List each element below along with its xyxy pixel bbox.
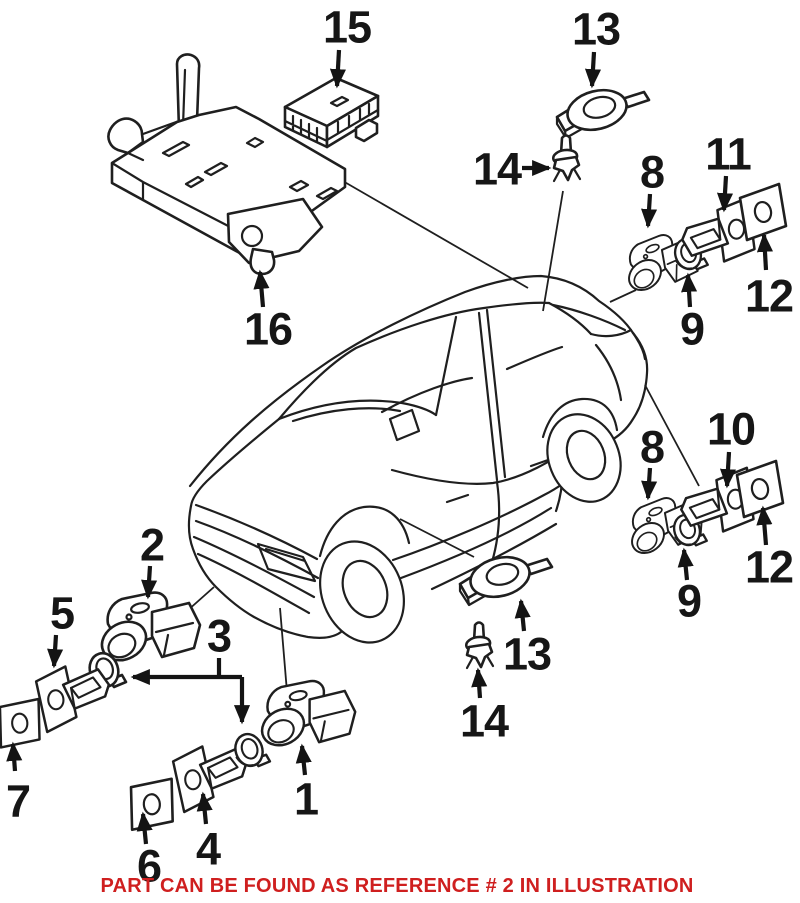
part-label-10: 10 — [706, 403, 756, 455]
retainer-13-bottom-drawing — [458, 550, 554, 607]
holder-5-drawing — [33, 661, 114, 734]
sensor-1-drawing — [254, 679, 357, 754]
part-label-7: 7 — [5, 775, 31, 827]
bracket-16-drawing — [107, 53, 347, 276]
car-illustration — [187, 274, 649, 644]
clip-14-bottom-drawing — [464, 621, 495, 670]
plate-7-drawing — [0, 692, 47, 754]
retainer-13-top-drawing — [555, 83, 651, 140]
part-label-14-top: 14 — [472, 143, 522, 195]
part-label-13-top: 13 — [571, 3, 621, 55]
part-label-9-top: 9 — [679, 303, 705, 355]
part-label-4: 4 — [195, 823, 221, 875]
part-label-11: 11 — [705, 128, 752, 180]
part-label-12-rear: 12 — [744, 541, 794, 593]
part-label-5: 5 — [49, 587, 75, 639]
reference-caption: PART CAN BE FOUND AS REFERENCE # 2 IN IL… — [100, 875, 694, 897]
clip-14-top-drawing — [551, 134, 582, 183]
part-label-13-bottom: 13 — [502, 628, 552, 680]
part-label-8-rear: 8 — [639, 421, 665, 473]
part-label-1: 1 — [293, 773, 319, 825]
part-label-3: 3 — [206, 610, 232, 662]
part-label-15: 15 — [322, 1, 372, 53]
plate-12-top-drawing — [738, 182, 788, 242]
plate-6-drawing — [123, 772, 180, 837]
callout-arrows — [6, 49, 774, 845]
part-label-6: 6 — [136, 840, 162, 892]
part-label-16: 16 — [243, 303, 293, 355]
part-label-14-bottom: 14 — [459, 695, 509, 747]
part-label-12-top: 12 — [744, 270, 794, 322]
part-label-8-top: 8 — [639, 146, 665, 198]
module-15-drawing — [283, 76, 380, 149]
part-label-9-rear: 9 — [676, 575, 702, 627]
part-label-2: 2 — [139, 519, 165, 571]
